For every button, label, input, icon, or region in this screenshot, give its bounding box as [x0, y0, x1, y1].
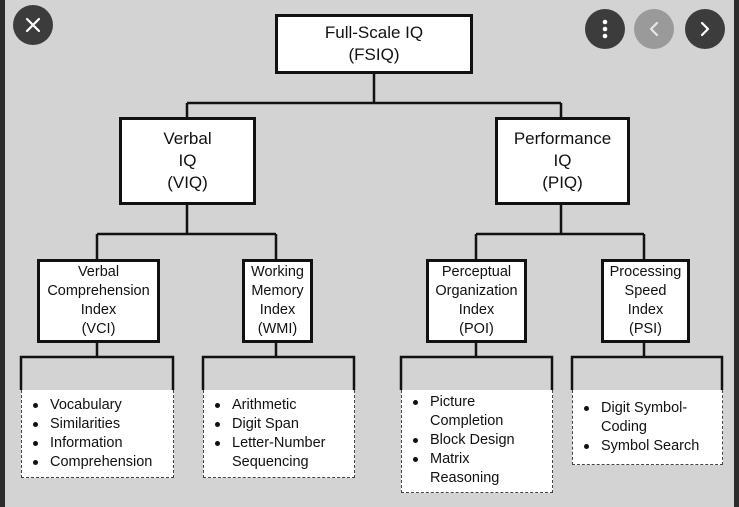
fsiq-label-line: Full-Scale IQ: [324, 23, 424, 42]
psi-label-line: Speed: [624, 283, 667, 299]
piq-label-line: (PIQ): [542, 173, 583, 192]
subtest-text: Block Design: [430, 432, 515, 448]
vci-label-line: Index: [80, 302, 117, 318]
psi-box: Processing Speed Index (PSI): [601, 259, 690, 343]
subtest-item: Comprehension: [22, 453, 173, 472]
subtest-item: Symbol Search: [573, 437, 722, 456]
next-image-button[interactable]: [685, 9, 725, 49]
poi-box: Perceptual Organization Index (POI): [426, 259, 527, 343]
subtest-item: Picture Completion: [402, 393, 552, 431]
subtest-text: Information: [50, 435, 123, 451]
previous-image-button[interactable]: [634, 9, 674, 49]
subtest-item: Arithmetic: [204, 396, 354, 415]
psi-subtest-list: Digit Symbol- Coding Symbol Search: [572, 390, 723, 465]
wmi-label-line: Index: [259, 302, 296, 318]
close-button[interactable]: [13, 5, 53, 45]
piq-label-line: IQ: [553, 151, 572, 170]
subtest-text: Comprehension: [50, 454, 153, 470]
subtest-item: Digit Span: [204, 415, 354, 434]
fsiq-box: Full-Scale IQ (FSIQ): [275, 14, 473, 74]
viq-label-line: (VIQ): [167, 173, 208, 192]
subtest-text: Sequencing: [232, 454, 309, 470]
psi-label-line: (PSI): [628, 321, 663, 337]
vci-label-line: Verbal: [77, 264, 120, 280]
subtest-text: Picture: [430, 394, 476, 410]
subtest-item: Letter-Number Sequencing: [204, 434, 354, 472]
iq-hierarchy-diagram: Full-Scale IQ (FSIQ) Verbal IQ (VIQ) Per…: [5, 0, 734, 507]
chevron-right-icon: [699, 21, 711, 37]
wmi-subtest-list: Arithmetic Digit Span Letter-Number Sequ…: [203, 390, 355, 478]
subtest-text: Reasoning: [430, 470, 500, 486]
psi-label-line: Processing: [609, 264, 682, 280]
viq-label-line: Verbal: [163, 129, 212, 148]
subtest-item: Information: [22, 434, 173, 453]
subtest-text: Letter-Number: [232, 435, 326, 451]
subtest-item: Vocabulary: [22, 396, 173, 415]
viq-box: Verbal IQ (VIQ): [119, 117, 256, 205]
subtest-text: Digit Symbol-: [601, 400, 688, 416]
viq-label-line: IQ: [178, 151, 197, 170]
poi-subtest-list: Picture Completion Block Design Matrix R…: [401, 390, 553, 493]
subtest-text: Vocabulary: [50, 397, 122, 413]
subtest-text: Coding: [601, 419, 647, 435]
subtest-item: Similarities: [22, 415, 173, 434]
poi-label-line: Perceptual: [441, 264, 512, 280]
subtest-text: Matrix: [430, 451, 470, 467]
poi-label-line: (POI): [459, 321, 494, 337]
fsiq-label-line: (FSIQ): [348, 45, 400, 64]
close-icon: [24, 16, 42, 34]
subtest-text: Completion: [430, 413, 504, 429]
more-options-button[interactable]: [585, 9, 625, 49]
poi-label-line: Organization: [435, 283, 518, 299]
wmi-label-line: Memory: [251, 283, 304, 299]
subtest-item: Digit Symbol- Coding: [573, 399, 722, 437]
more-vert-icon: [602, 19, 608, 39]
connector-lines: [19, 72, 724, 390]
subtest-text: Symbol Search: [601, 438, 700, 454]
subtest-text: Similarities: [50, 416, 121, 432]
wmi-box: Working Memory Index (WMI): [242, 259, 313, 343]
subtest-item: Block Design: [402, 431, 552, 450]
vci-box: Verbal Comprehension Index (VCI): [37, 259, 160, 343]
wmi-label-line: Working: [251, 264, 304, 280]
subtest-item: Matrix Reasoning: [402, 450, 552, 488]
vci-label-line: Comprehension: [47, 283, 150, 299]
psi-label-line: Index: [627, 302, 664, 318]
piq-box: Performance IQ (PIQ): [495, 117, 630, 205]
chevron-left-icon: [648, 21, 660, 37]
piq-label-line: Performance: [513, 129, 612, 148]
poi-label-line: Index: [458, 302, 495, 318]
wmi-label-line: (WMI): [257, 321, 298, 337]
vci-label-line: (VCI): [81, 321, 116, 337]
subtest-text: Arithmetic: [232, 397, 297, 413]
subtest-text: Digit Span: [232, 416, 299, 432]
vci-subtest-list: Vocabulary Similarities Information Comp…: [21, 390, 174, 478]
